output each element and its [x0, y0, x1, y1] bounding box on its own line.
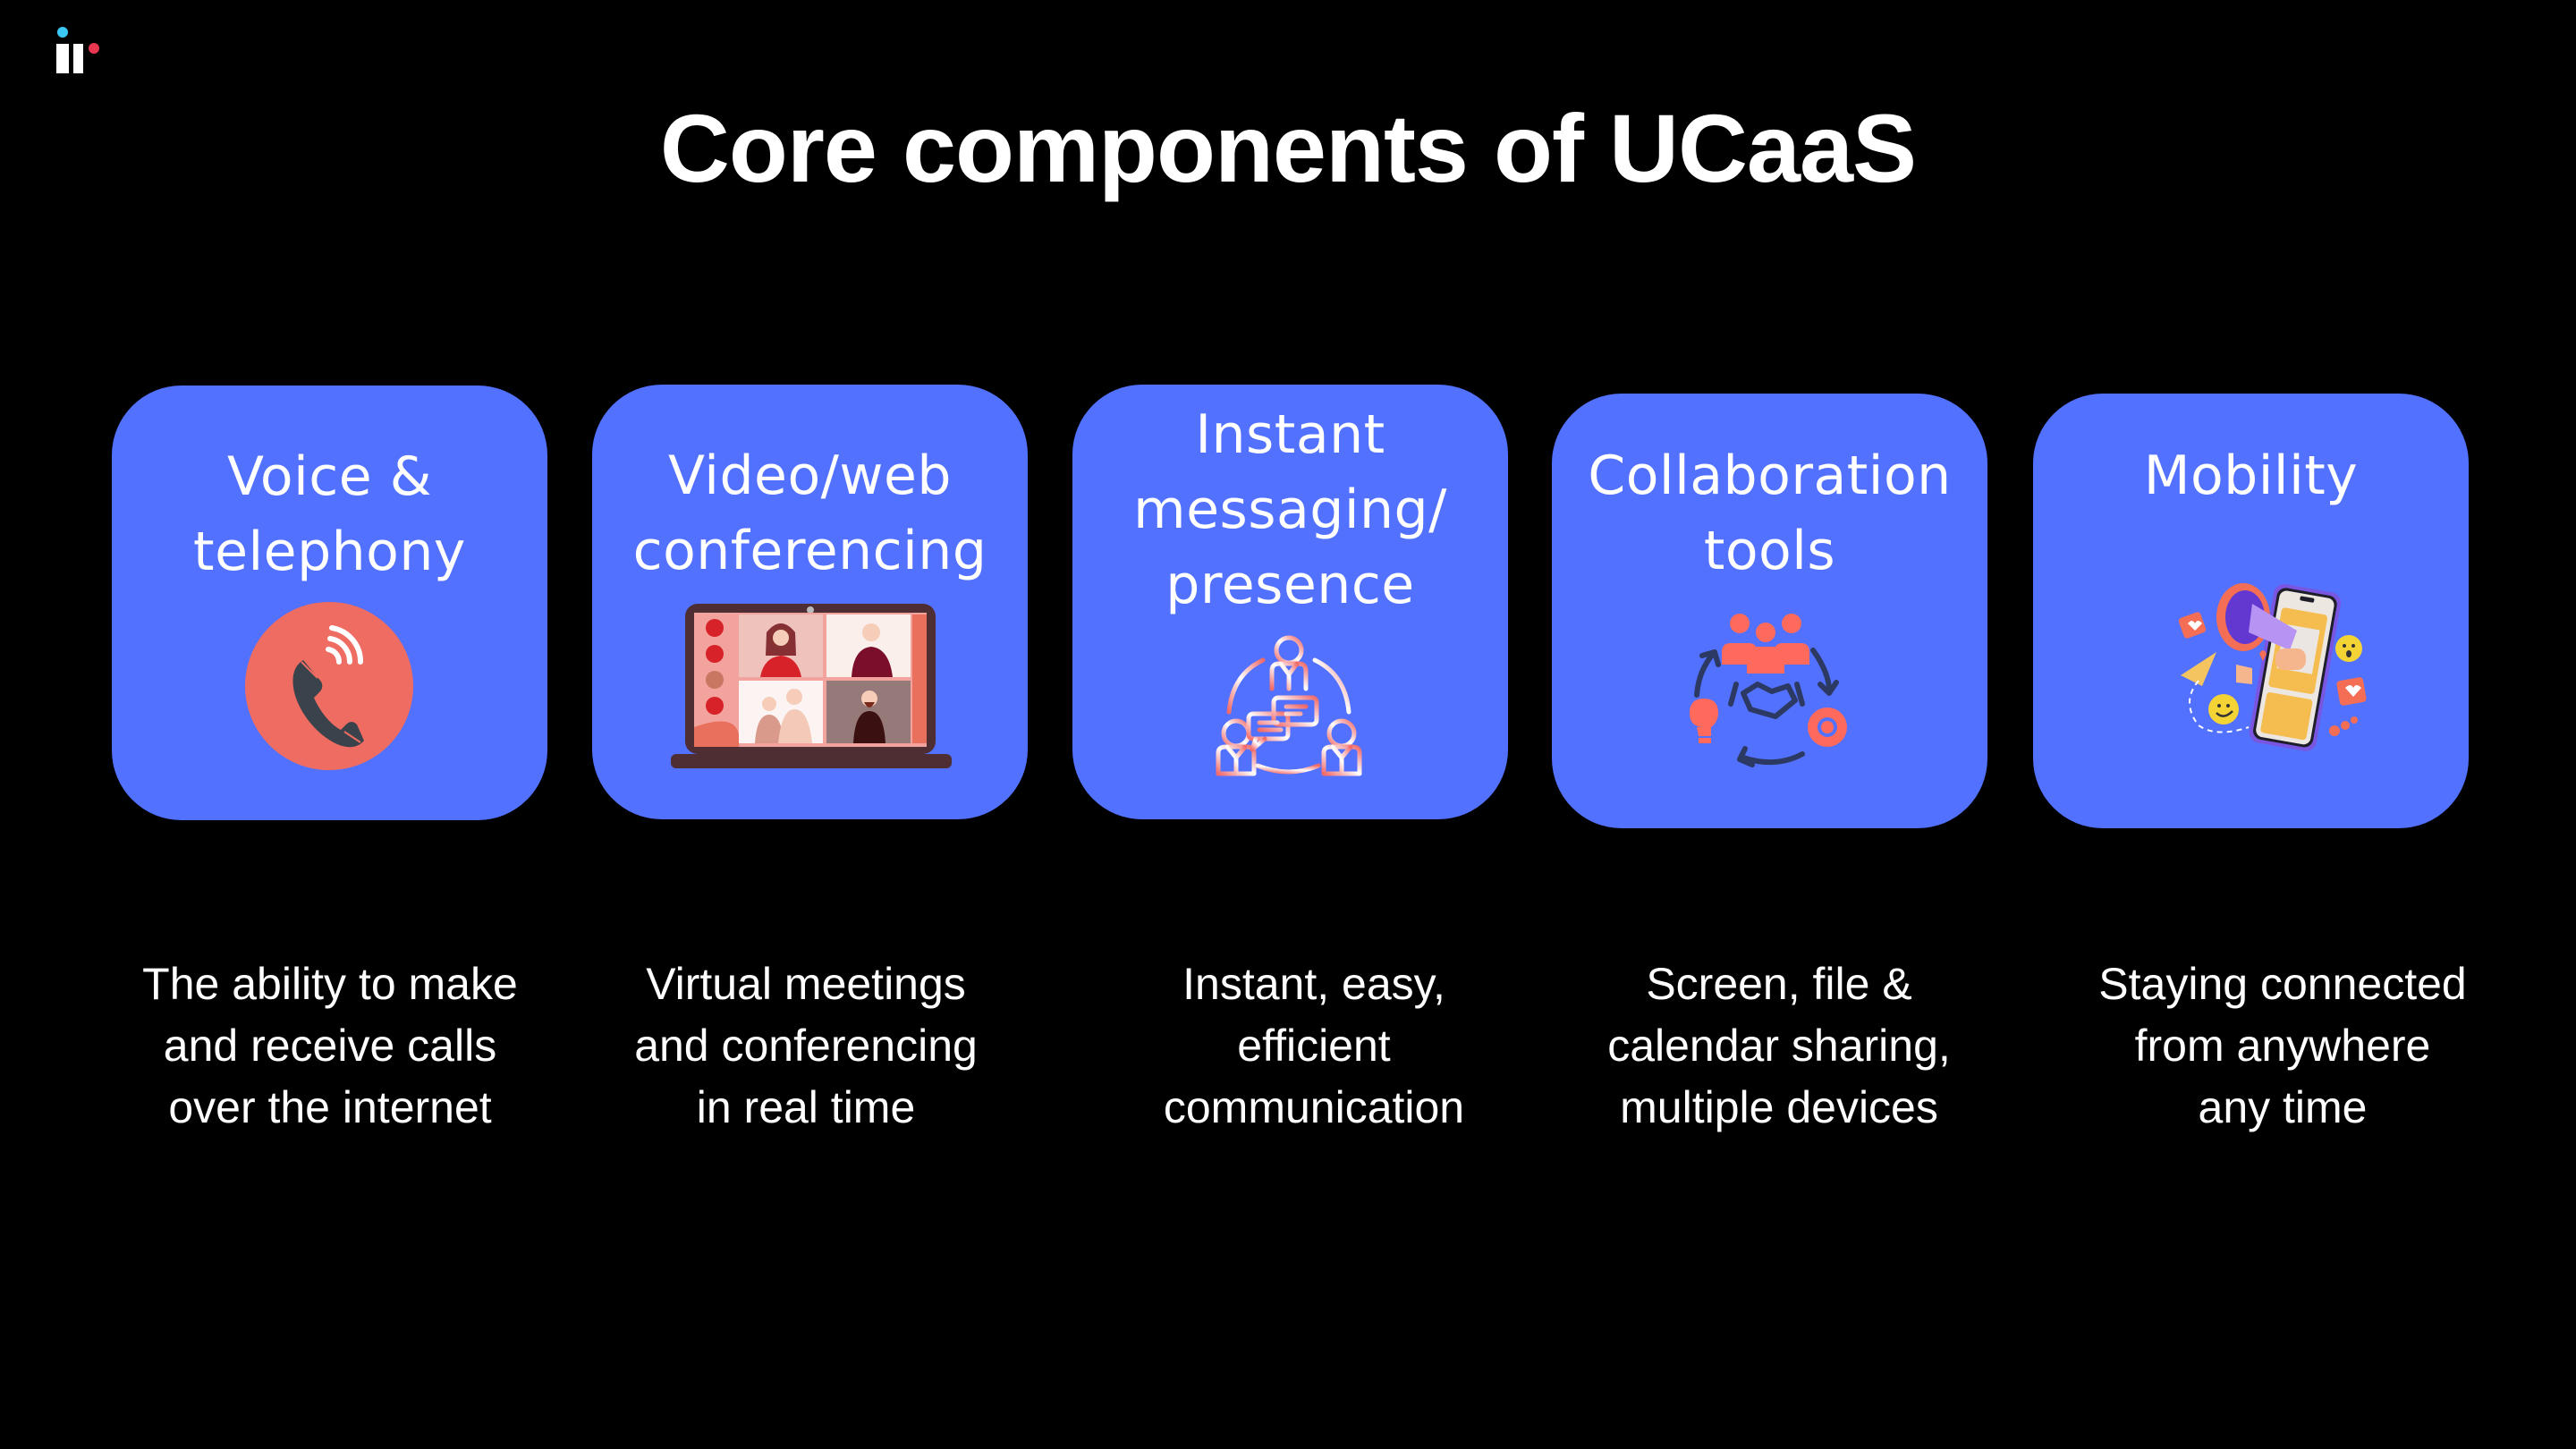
- mobile-megaphone-icon: [2178, 583, 2367, 751]
- page-title: Core components of UCaaS: [659, 94, 1917, 202]
- card-title: Video/web conferencing: [632, 445, 987, 582]
- card-title: Collaboration tools: [1588, 445, 1952, 582]
- description-instant-messaging: Instant, easy, efficient communication: [1163, 959, 1465, 1132]
- component-card-mobility: Mobility: [2033, 394, 2469, 828]
- laptop-video-conference-icon: [671, 604, 952, 768]
- card-title: Instant messaging/ presence: [1133, 403, 1447, 616]
- collaboration-cycle-icon: [1690, 614, 1847, 767]
- card-title: Mobility: [2143, 445, 2359, 507]
- description-mobility: Staying connected from anywhere any time: [2098, 959, 2467, 1132]
- card-title: Voice & telephony: [193, 445, 466, 583]
- description-collaboration-tools: Screen, file & calendar sharing, multipl…: [1607, 959, 1951, 1132]
- phone-call-icon: [245, 602, 413, 770]
- component-card-video-conferencing: Video/web conferencing: [592, 385, 1028, 819]
- description-video-conferencing: Virtual meetings and conferencing in rea…: [634, 959, 978, 1132]
- team-chat-icon: [1216, 635, 1362, 776]
- description-voice-telephony: The ability to make and receive calls ov…: [142, 959, 518, 1132]
- brand-logo-icon: [56, 27, 99, 73]
- component-card-voice-telephony: Voice & telephony: [112, 386, 547, 820]
- component-card-instant-messaging: Instant messaging/ presence: [1072, 385, 1508, 819]
- component-card-collaboration-tools: Collaboration tools: [1552, 394, 1987, 828]
